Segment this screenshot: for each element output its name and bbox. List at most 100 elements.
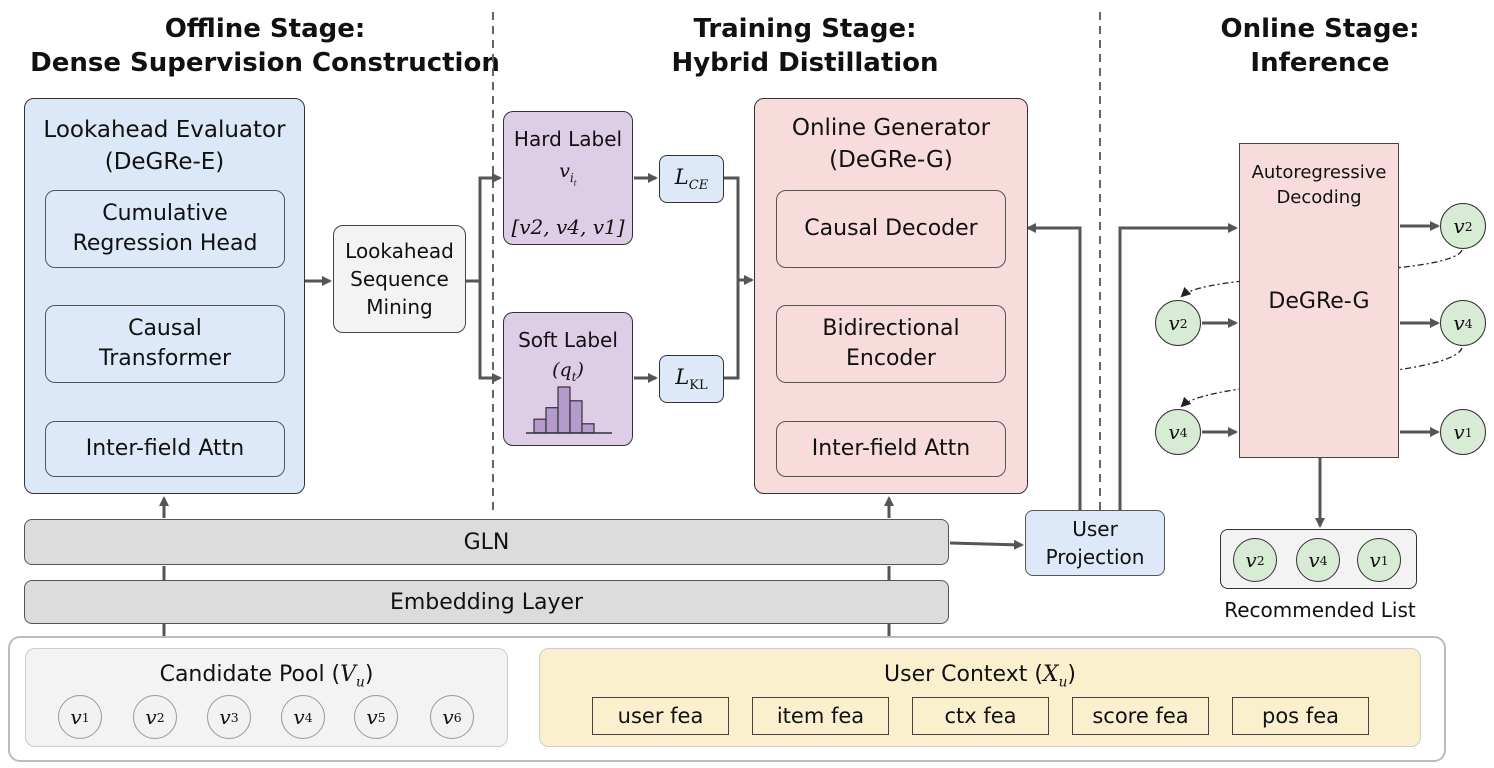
lookahead-sequence-mining: Lookahead Sequence Mining [333, 225, 466, 333]
soft-label-var-open: (q [552, 359, 572, 381]
candidate-pool-title: Candidate Pool (Vu) [26, 659, 507, 698]
histogram-bar [569, 400, 583, 434]
soft-label-box: Soft Label (qt) [503, 312, 633, 446]
online-stage-line1: Online Stage: [1220, 14, 1420, 44]
candidate-item-sub: 6 [453, 709, 462, 725]
training-stage-title: Training Stage: Hybrid Distillation [600, 12, 1010, 80]
arrow-projection-to-decoding [1118, 223, 1238, 510]
candidate-pool-close: ) [364, 662, 374, 687]
cumulative-regression-head: Cumulative Regression Head [45, 190, 285, 268]
training-stage-line1: Training Stage: [693, 14, 917, 44]
decoding-input-v4-sub: 4 [1179, 424, 1188, 440]
candidate-item-sub: 5 [377, 709, 386, 725]
evaluator-title-1: Lookahead Evaluator [43, 117, 286, 143]
loss-ce-sub: CE [688, 178, 709, 194]
histogram-bar [545, 407, 559, 434]
decoding-input-v4-symbol: v [1168, 420, 1180, 444]
loss-kl-symbol: L [675, 364, 690, 389]
soft-label-var-sub: t [571, 369, 577, 384]
recommended-item-sub: 1 [1380, 552, 1389, 568]
evaluator-title-2: (DeGRe-E) [104, 149, 225, 175]
offline-stage-line1: Offline Stage: [164, 14, 366, 44]
hard-label-var-sub: i [570, 170, 574, 185]
decoding-output-v1-sub: 1 [1464, 424, 1473, 440]
candidate-item-sub: 3 [230, 709, 239, 725]
offline-stage-title: Offline Stage: Dense Supervision Constru… [20, 12, 510, 80]
decoding-title: Autoregressive Decoding [1251, 162, 1387, 208]
decoding-output-v4-sub: 4 [1464, 315, 1473, 331]
evaluator-inter-field-attn: Inter-field Attn [45, 421, 285, 477]
decoding-output-v1-symbol: v [1453, 420, 1465, 444]
training-stage-line2: Hybrid Distillation [671, 48, 939, 78]
recommended-item-symbol: v [1245, 548, 1257, 572]
feature-score: score fea [1072, 697, 1209, 735]
online-stage-line2: Inference [1250, 48, 1390, 78]
loss-ce-symbol: L [674, 164, 689, 189]
feedback-v2 [1180, 249, 1463, 298]
hard-label-var-symbol: v [559, 160, 571, 182]
feature-pos: pos fea [1232, 697, 1369, 735]
loss-ce-box: LCE [659, 155, 724, 203]
loss-kl-sub: KL [689, 378, 708, 394]
generator-title-1: Online Generator [791, 115, 991, 141]
candidate-item-symbol: v [366, 705, 378, 729]
user-context: User Context (Xu) user fea item fea ctx … [539, 648, 1421, 747]
candidate-item-symbol: v [442, 705, 454, 729]
decoding-model: DeGRe-G [1268, 289, 1370, 314]
user-projection: User Projection [1025, 510, 1165, 576]
input-container [8, 636, 1446, 762]
feature-ctx: ctx fea [912, 697, 1049, 735]
soft-label-title: Soft Label [518, 328, 618, 352]
recommended-item-symbol: v [1369, 548, 1381, 572]
histogram-bar [581, 423, 595, 434]
feature-item: item fea [752, 697, 889, 735]
user-context-title: User Context (Xu) [540, 659, 1420, 698]
arrow-gln-to-projection [949, 539, 1024, 550]
user-context-symbol-sub: u [1058, 674, 1068, 691]
feedback-v4 [1180, 347, 1463, 408]
generator-title-2: (DeGRe-G) [829, 147, 953, 173]
generator-inter-field-attn: Inter-field Attn [776, 421, 1006, 477]
decoding-output-v2-sub: 2 [1464, 218, 1473, 234]
causal-transformer: Causal Transformer [45, 305, 285, 383]
autoregressive-decoding: Autoregressive Decoding DeGRe-G [1239, 143, 1399, 458]
user-context-close: ) [1067, 662, 1076, 687]
hard-label-box: Hard Label vit [v2, v4, v1] [503, 111, 633, 245]
hard-label-var: vit [504, 156, 632, 198]
decoding-output-v4-symbol: v [1453, 311, 1465, 335]
offline-stage-line2: Dense Supervision Construction [30, 48, 500, 78]
embedding-layer: Embedding Layer [24, 580, 949, 624]
causal-decoder: Causal Decoder [776, 190, 1006, 268]
arrow-mining-to-soft [478, 281, 502, 383]
candidate-item-sub: 1 [81, 709, 90, 725]
candidate-item-symbol: v [293, 705, 305, 729]
user-context-label: User Context ( [884, 662, 1043, 687]
histogram-bar [533, 418, 547, 434]
candidate-item-symbol: v [219, 705, 231, 729]
bidirectional-encoder: Bidirectional Encoder [776, 305, 1006, 383]
loss-kl-box: LKL [659, 355, 724, 403]
hard-label-title: Hard Label [513, 127, 623, 151]
arrow-mining-to-hard [466, 173, 502, 283]
hard-label-sequence: [v2, v4, v1] [511, 215, 625, 239]
histogram-bar [557, 386, 571, 434]
candidate-item-sub: 2 [156, 709, 165, 725]
recommended-item-symbol: v [1308, 548, 1320, 572]
decoding-input-v2-sub: 2 [1179, 315, 1188, 331]
soft-label-var-close: ) [576, 359, 584, 381]
recommended-item-sub: 4 [1319, 552, 1328, 568]
